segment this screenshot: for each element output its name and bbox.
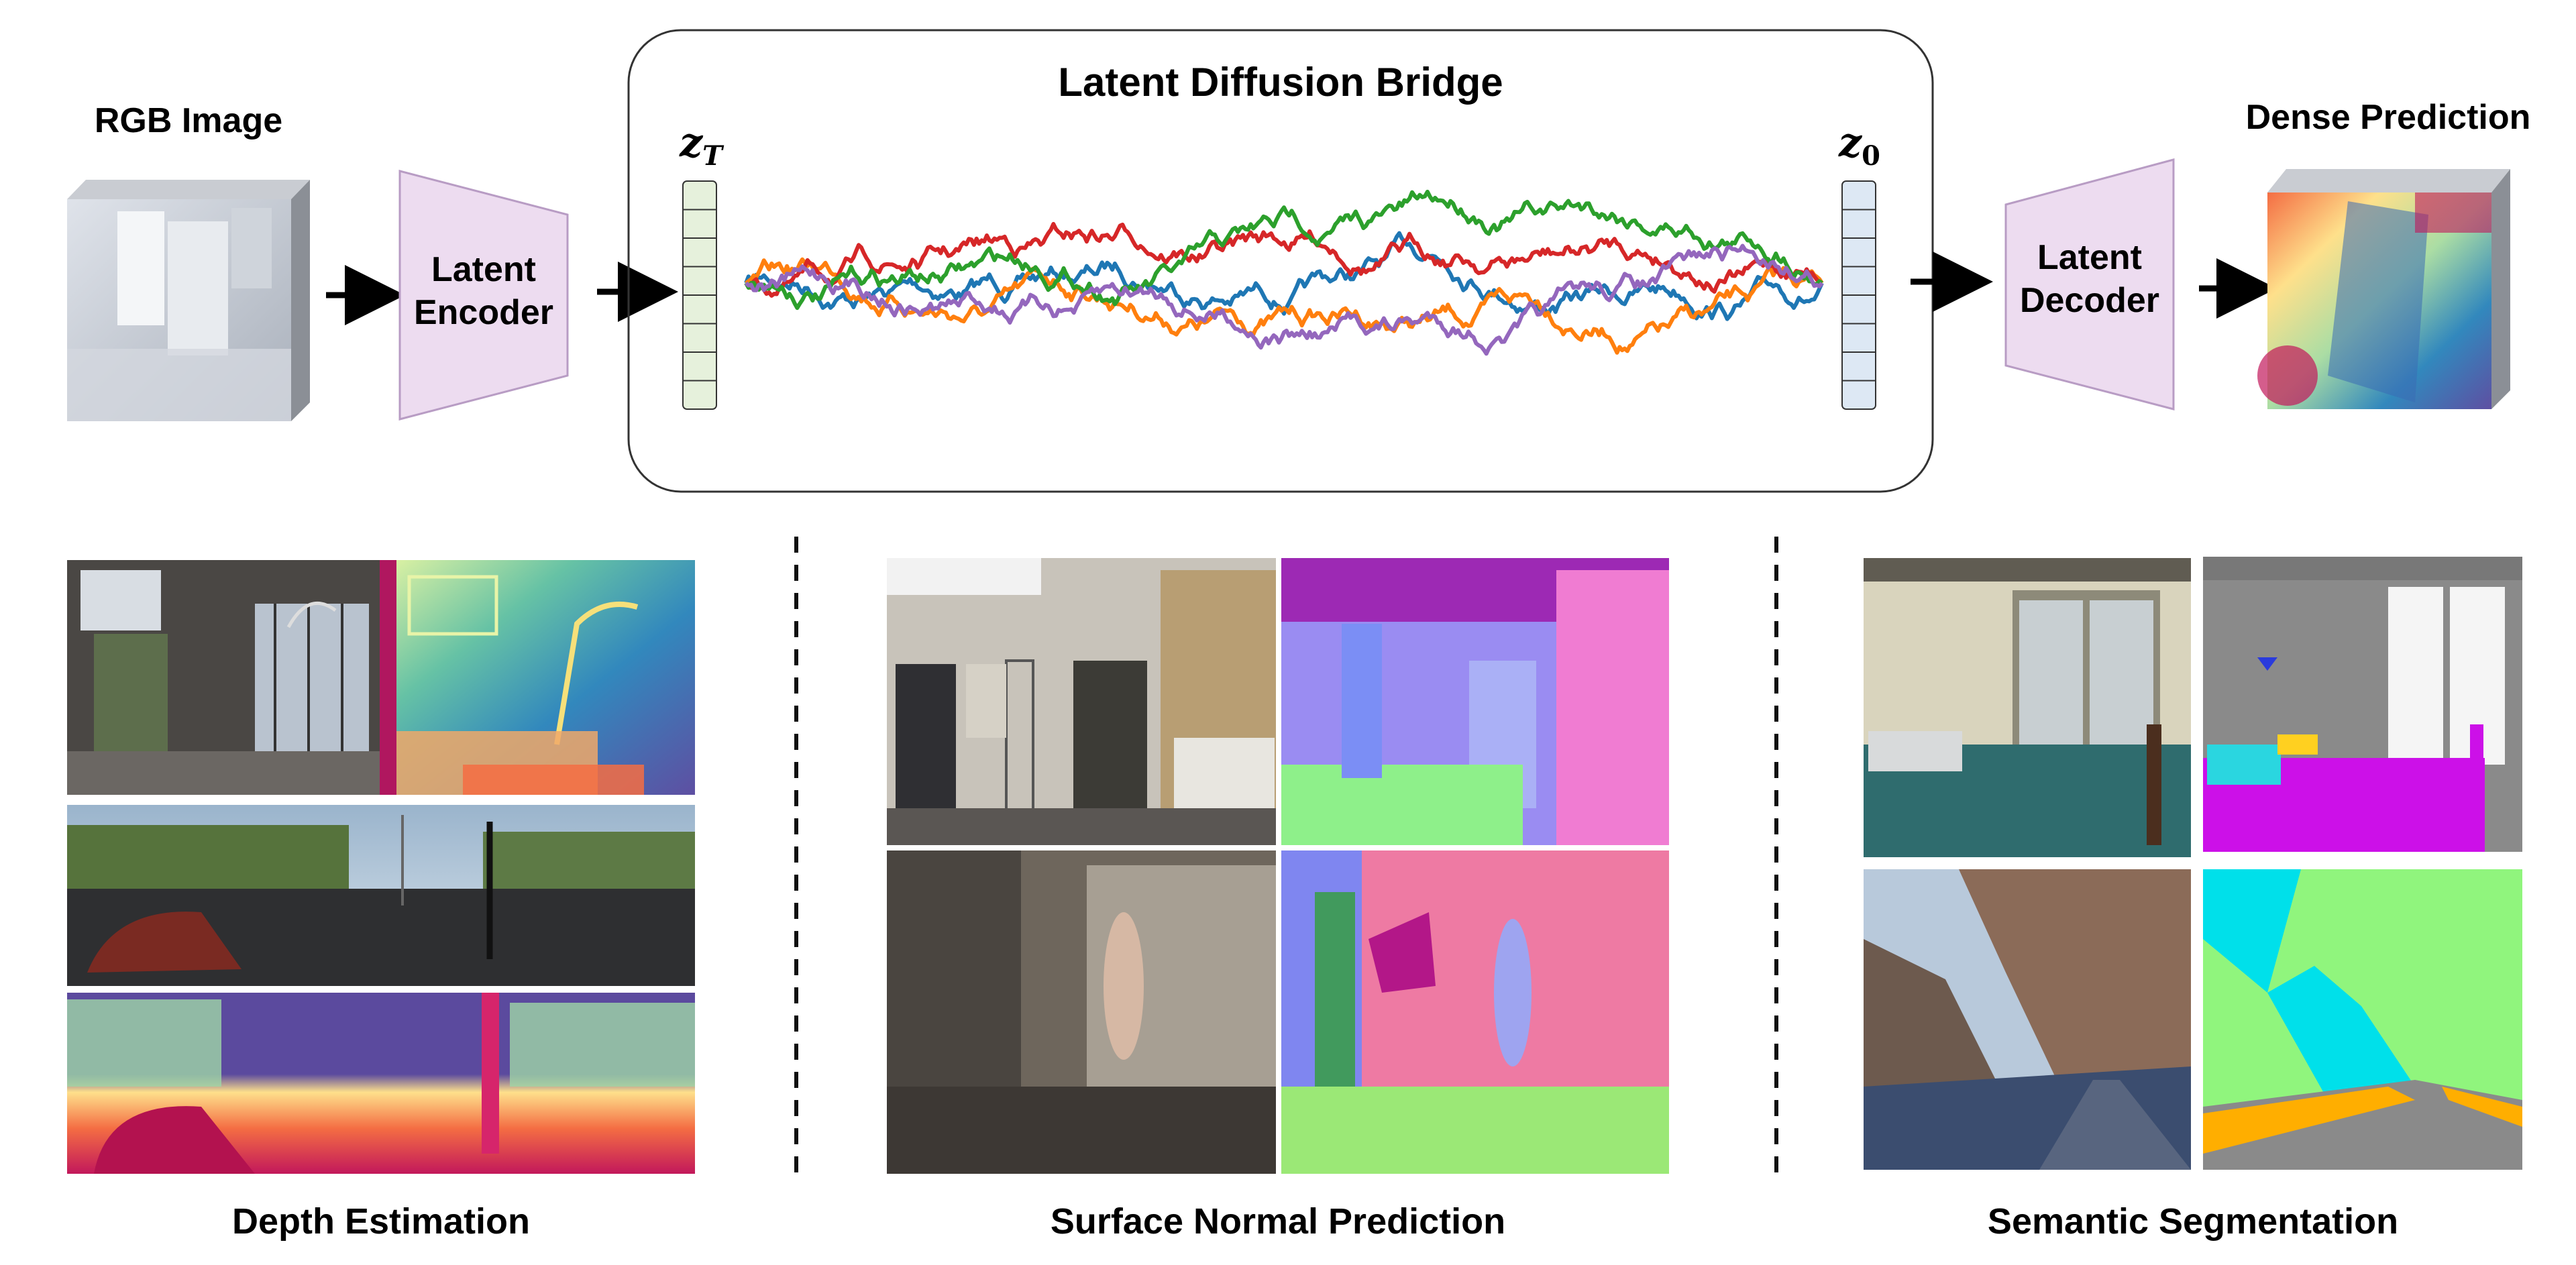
semantic-segmentation-label: Semantic Segmentation (1987, 1201, 2399, 1242)
zT-label: zT (667, 119, 735, 172)
seg-canyon-rgb (1864, 869, 2191, 1170)
depth-indoor-rgb (67, 560, 380, 795)
z0-latent-vector (1841, 180, 1876, 410)
normal-alley-map (1281, 850, 1669, 1174)
zT-latent-vector (682, 180, 717, 410)
depth-estimation-label: Depth Estimation (231, 1201, 531, 1242)
trajectory-3 (744, 221, 1823, 298)
latent-decoder-label: Latent Decoder (2019, 238, 2160, 320)
zT-sub: T (702, 140, 722, 172)
depth-street-map (67, 993, 695, 1174)
z0-label: z0 (1826, 119, 1893, 172)
normal-alley-rgb (887, 850, 1276, 1174)
trajectory-2 (745, 257, 1824, 355)
depth-street-rgb (67, 805, 695, 986)
seg-bedroom-mask (2203, 557, 2522, 852)
diffusion-trajectories (744, 189, 1824, 356)
latent-encoder-block (398, 170, 569, 421)
trajectory-4 (744, 189, 1823, 311)
rgb-image-cube (67, 180, 310, 421)
normal-office-rgb (887, 558, 1276, 845)
seg-canyon-mask (2203, 869, 2522, 1170)
bridge-title: Latent Diffusion Bridge (1058, 60, 1503, 105)
latent-encoder-label: Latent Encoder (413, 250, 554, 332)
trajectory-5 (744, 243, 1824, 356)
dense-prediction-label: Dense Prediction (2245, 98, 2531, 137)
rgb-image-label: RGB Image (94, 101, 283, 140)
z0-sub: 0 (1862, 140, 1880, 172)
zT-base: z (680, 119, 703, 166)
z0-base: z (1839, 119, 1862, 166)
latent-decoder-block (2004, 158, 2175, 410)
depth-indoor-map (396, 560, 695, 795)
depth-colorbar-strip (380, 560, 396, 795)
surface-normal-label: Surface Normal Prediction (1050, 1201, 1506, 1242)
dense-prediction-cube (2257, 169, 2510, 409)
seg-bedroom-rgb (1864, 558, 2191, 857)
normal-office-map (1281, 558, 1669, 845)
